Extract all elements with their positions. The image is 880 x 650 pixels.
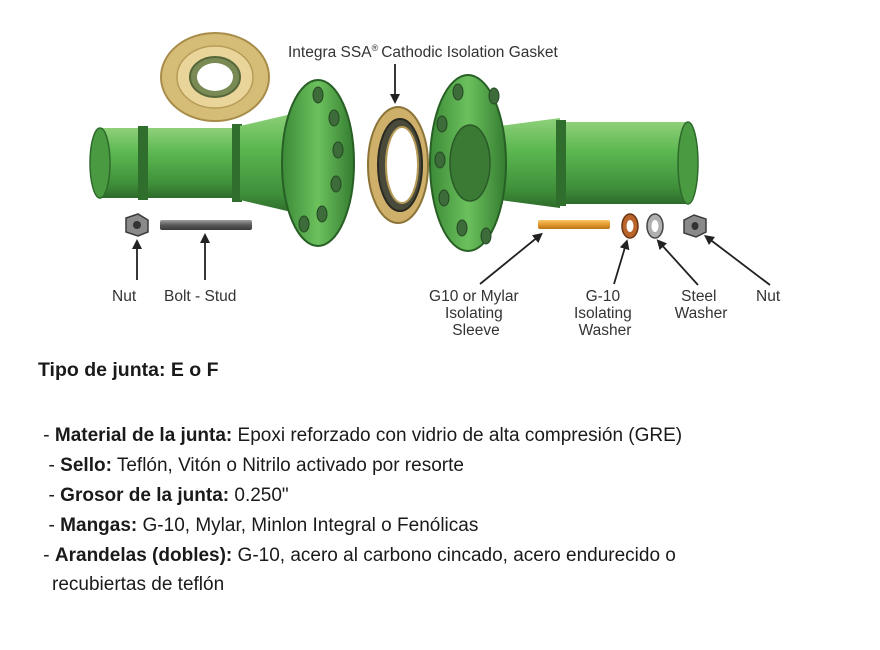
integra-ssa-gasket	[367, 106, 429, 224]
label-nut-left: Nut	[112, 288, 137, 305]
spec-item-value: 0.250"	[229, 485, 289, 506]
spec-item-label: Grosor de la junta:	[60, 485, 230, 506]
spec-list: - Material de la junta: Epoxi reforzado …	[38, 421, 858, 571]
label-sleeve: G10 or Mylar Isolating Sleeve	[429, 288, 523, 339]
spec-item-bullet: -	[38, 485, 61, 506]
spec-item-label: Sello:	[60, 455, 112, 476]
spec-item-value: Epoxi reforzado con vidrio de alta compr…	[232, 425, 683, 446]
label-gasket-title: Integra SSA®Cathodic Isolation Gasket	[288, 43, 559, 61]
spec-item: - Mangas: G-10, Mylar, Minlon Integral o…	[38, 511, 858, 541]
spec-item-value: G-10, Mylar, Minlon Integral o Fenólicas	[137, 515, 479, 536]
bolt-stud-part	[160, 220, 252, 230]
label-bolt-stud: Bolt - Stud	[164, 288, 236, 305]
spec-item-label: Arandelas (dobles):	[54, 545, 233, 566]
spec-item-label: Material de la junta:	[54, 425, 233, 446]
spec-section: Tipo de junta: E o F - Material de la ju…	[38, 357, 858, 599]
spec-item-value: Teflón, Vitón o Nitrilo activado por res…	[111, 455, 464, 476]
spec-item: - Arandelas (dobles): G-10, acero al car…	[38, 541, 858, 571]
spec-item: - Material de la junta: Epoxi reforzado …	[38, 421, 858, 451]
spec-item-bullet: -	[38, 425, 55, 446]
label-nut-right: Nut	[756, 288, 781, 305]
steel-washer-part	[646, 213, 664, 239]
sleeve-part	[538, 220, 610, 229]
label-steel-washer: Steel Washer	[675, 288, 728, 322]
spec-continuation: recubiertas de teflón	[52, 574, 225, 595]
isolating-washer-part	[621, 213, 639, 239]
gasket-ring-top	[160, 32, 270, 122]
spec-item-bullet: -	[38, 455, 61, 476]
cathodic-isolation-diagram: Integra SSA®Cathodic Isolation Gasket Nu…	[89, 32, 781, 339]
spec-title: Tipo de junta: E o F	[38, 359, 219, 381]
spec-item: - Sello: Teflón, Vitón o Nitrilo activad…	[38, 451, 858, 481]
spec-item-value: G-10, acero al carbono cincado, acero en…	[232, 545, 676, 566]
callout-arrows	[132, 64, 771, 286]
spec-item-bullet: -	[38, 515, 61, 536]
left-pipe-flange	[89, 79, 355, 247]
spec-item: - Grosor de la junta: 0.250"	[38, 481, 858, 511]
right-pipe-flange	[429, 74, 699, 252]
nut-right-part	[683, 214, 707, 238]
label-isolating-washer: G-10 Isolating Washer	[574, 288, 636, 339]
spec-item-label: Mangas:	[60, 515, 138, 536]
nut-left-part	[125, 213, 149, 237]
spec-item-bullet: -	[38, 545, 55, 566]
